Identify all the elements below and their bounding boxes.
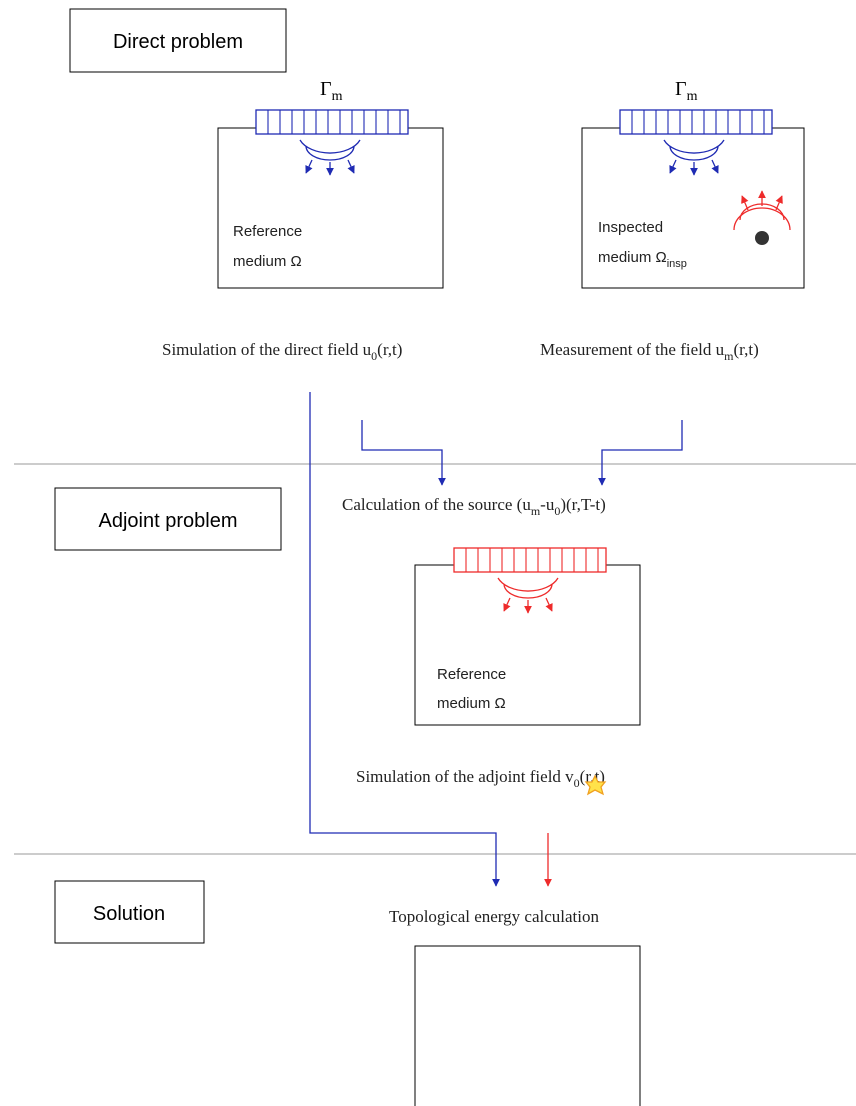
reference-medium-panel: Γm Reference medium Ω bbox=[217, 78, 444, 289]
caption-adjoint-simulation: Simulation of the adjoint field v0(r,t) bbox=[356, 767, 605, 790]
inspected-medium-line1: Inspected bbox=[598, 219, 663, 236]
caption-topological-energy: Topological energy calculation bbox=[389, 907, 599, 926]
caption-source-calculation: Calculation of the source (um-u0)(r,T-t) bbox=[342, 495, 606, 518]
section-label-solution: Solution bbox=[54, 880, 205, 944]
section-label-direct: Direct problem bbox=[69, 8, 287, 73]
adjoint-reference-medium-panel: Reference medium Ω bbox=[414, 547, 641, 726]
adjoint-medium-line2: medium Ω bbox=[437, 695, 506, 712]
solution-image-panel bbox=[414, 774, 641, 1106]
reference-medium-line1: Reference bbox=[233, 223, 302, 240]
section-label-adjoint: Adjoint problem bbox=[54, 487, 282, 551]
emitted-wave-blue-right bbox=[663, 139, 725, 176]
sensor-label-left: Γm bbox=[320, 78, 343, 104]
section-label-solution-text: Solution bbox=[93, 903, 165, 925]
connector-measurement-to-source bbox=[598, 420, 683, 486]
adjoint-medium-line1: Reference bbox=[437, 666, 506, 683]
sensor-label-right: Γm bbox=[675, 78, 698, 104]
section-label-adjoint-text: Adjoint problem bbox=[99, 510, 238, 532]
caption-direct-simulation: Simulation of the direct field u0(r,t) bbox=[162, 340, 402, 363]
sensor-array-blue-right bbox=[619, 109, 773, 135]
scattered-wave-red bbox=[733, 190, 791, 231]
inspected-medium-panel: Γm Inspected bbox=[581, 78, 805, 289]
reference-medium-line2: medium Ω bbox=[233, 253, 302, 270]
inspected-medium-line2: medium Ωinsp bbox=[598, 249, 687, 270]
connector-direct-field-to-solution bbox=[309, 392, 500, 887]
caption-measurement: Measurement of the field um(r,t) bbox=[540, 340, 759, 363]
scatterer-defect bbox=[755, 231, 769, 245]
sensor-array-red bbox=[453, 547, 607, 573]
detected-defect-star-icon bbox=[584, 774, 607, 796]
emitted-wave-red bbox=[497, 577, 559, 614]
emitted-wave-blue-left bbox=[299, 139, 361, 176]
sensor-array-blue-left bbox=[255, 109, 409, 135]
connector-simulation-to-source bbox=[361, 420, 446, 486]
section-label-direct-text: Direct problem bbox=[113, 31, 243, 53]
